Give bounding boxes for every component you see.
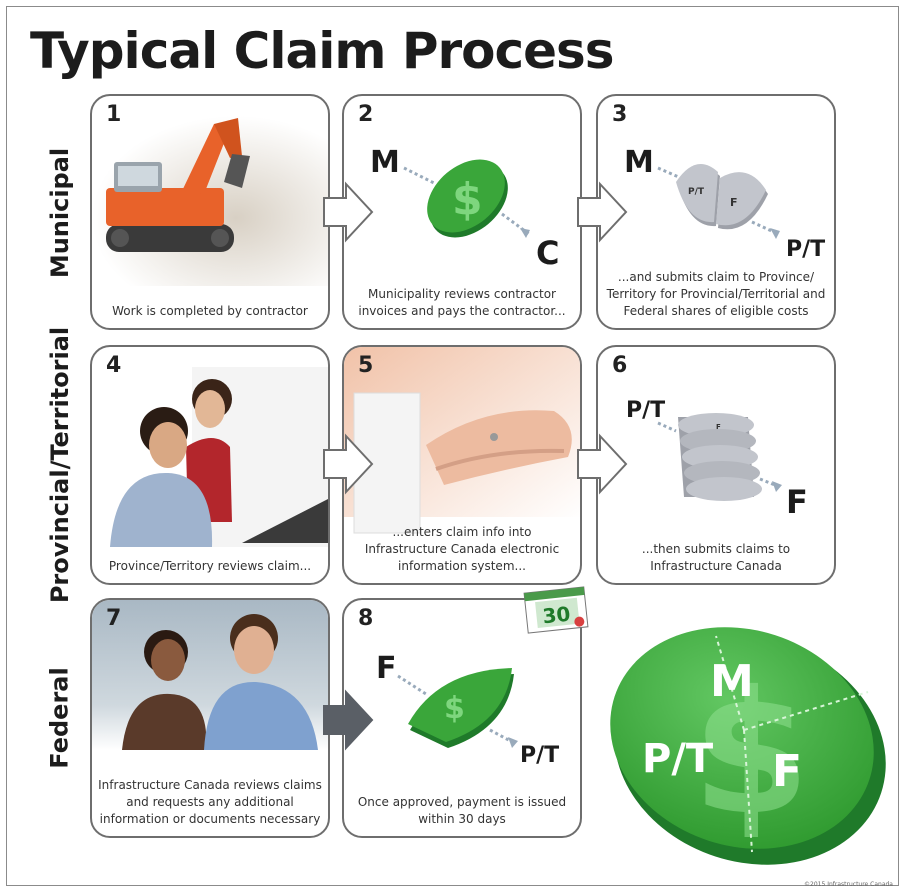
coin-m-label: M	[710, 656, 754, 707]
step-number: 8	[358, 606, 373, 631]
step-caption: ...then submits claims to Infrastructure…	[604, 541, 828, 575]
step-number: 7	[106, 606, 121, 631]
row-label-provincial: Provincial/Territorial	[40, 345, 80, 585]
step-6-panel: 6 F P/T F ...then submits claims to Infr…	[596, 345, 836, 585]
to-label: P/T	[520, 743, 559, 768]
arrow-2-to-3-icon	[576, 180, 628, 244]
arrow-7-to-8-icon	[322, 688, 374, 752]
step-3-panel: 3 P/T F M P/T ...and submits claim to Pr…	[596, 94, 836, 330]
svg-text:F: F	[730, 196, 738, 209]
step-number: 6	[612, 353, 627, 378]
excavator-illustration	[92, 96, 330, 330]
step-2-panel: 2 $ M C Municipality reviews contractor …	[342, 94, 582, 330]
row-label-federal: Federal	[40, 598, 80, 838]
from-label: P/T	[626, 398, 665, 423]
coin-f-label: F	[772, 746, 802, 797]
copyright-text: ©2015 Infrastructure Canada	[804, 881, 893, 888]
to-label: P/T	[786, 237, 825, 262]
to-label: F	[786, 483, 808, 521]
page-title: Typical Claim Process	[30, 22, 614, 80]
step-number: 1	[106, 102, 121, 127]
reviewers-photo	[92, 347, 330, 585]
arrow-4-to-5-icon	[322, 432, 374, 496]
step-caption: Province/Territory reviews claim...	[98, 558, 322, 575]
svg-text:$: $	[452, 174, 483, 225]
step-number: 3	[612, 102, 627, 127]
step-5-panel: 5 ...enters claim info into Infrastructu…	[342, 345, 582, 585]
step-caption: ...and submits claim to Province/ Territ…	[604, 269, 828, 320]
coin-pt-label: P/T	[642, 736, 714, 782]
step-number: 4	[106, 353, 121, 378]
step-number: 2	[358, 102, 373, 127]
from-label: M	[370, 145, 400, 180]
step-number: 5	[358, 353, 373, 378]
from-label: F	[376, 651, 397, 686]
svg-text:F: F	[716, 423, 721, 431]
to-label: C	[536, 234, 559, 272]
row-label-municipal: Municipal	[40, 95, 80, 330]
step-caption: Infrastructure Canada reviews claims and…	[98, 777, 322, 828]
svg-text:30: 30	[541, 602, 571, 629]
step-caption: Municipality reviews contractor invoices…	[350, 286, 574, 320]
step-caption: Once approved, payment is issued within …	[350, 794, 574, 828]
from-label: M	[624, 145, 654, 180]
step-7-panel: 7 Infrastructure Canada reviews claims a…	[90, 598, 330, 838]
svg-text:$: $	[444, 691, 465, 726]
arrow-1-to-2-icon	[322, 180, 374, 244]
svg-text:P/T: P/T	[688, 187, 705, 197]
arrow-5-to-6-icon	[576, 432, 628, 496]
step-caption: Work is completed by contractor	[98, 303, 322, 320]
step-caption: ...enters claim info into Infrastructure…	[350, 524, 574, 575]
step-4-panel: 4 Province/Territory reviews claim...	[90, 345, 330, 585]
big-coin-icon: $ M P/T F	[600, 600, 890, 870]
step-1-panel: 1 Work is completed by contractor	[90, 94, 330, 330]
calendar-icon: 30	[520, 582, 592, 638]
